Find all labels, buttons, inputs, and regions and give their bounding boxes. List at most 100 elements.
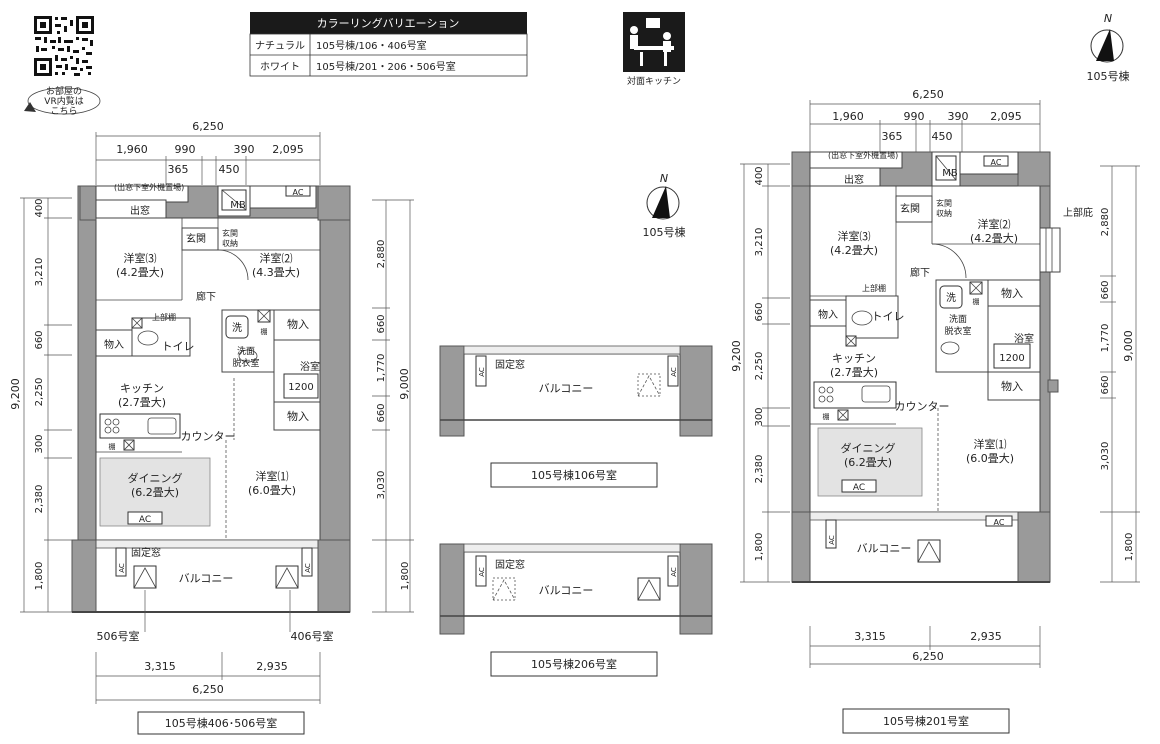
left-balcony: バルコニー bbox=[179, 572, 234, 585]
left-outdoor-unit: (出窓下室外機置場) bbox=[114, 182, 184, 192]
left-right-dimensions: 2,880 660 1,770 660 3,030 9,000 1,800 bbox=[372, 199, 414, 613]
right-compass: N 105号棟 bbox=[1087, 12, 1130, 83]
vr-line2: VR内覧は bbox=[44, 95, 83, 107]
left-bottom-dimensions: 3,315 2,935 6,250 bbox=[95, 652, 321, 704]
p106-ac-1: AC bbox=[478, 367, 486, 377]
vr-line3: こちら bbox=[50, 106, 77, 117]
left-ac-balcony-1: AC bbox=[118, 563, 126, 573]
right-room3-size: (4.2畳大) bbox=[830, 243, 878, 257]
right-top-f: 450 bbox=[932, 130, 953, 143]
right-storage-2: 物入 bbox=[1001, 286, 1023, 300]
left-top-d: 2,095 bbox=[272, 143, 304, 156]
right-ac-top: AC bbox=[991, 158, 1002, 167]
left-caption: 105号棟406･506号室 bbox=[137, 711, 305, 735]
left-bottom-b: 2,935 bbox=[256, 660, 288, 673]
right-top-e: 365 bbox=[882, 130, 903, 143]
left-storage-2: 物入 bbox=[287, 317, 309, 331]
left-top-a: 1,960 bbox=[116, 143, 148, 156]
vr-tour-link[interactable]: お部屋の VR内覧は こちら bbox=[24, 85, 101, 117]
left-top-b: 990 bbox=[175, 143, 196, 156]
p206-caption: 105号棟206号室 bbox=[531, 657, 617, 671]
left-wash-mark: 洗 bbox=[232, 322, 242, 334]
plan-206: 固定窓 バルコニー AC AC 105号棟206号室 bbox=[439, 543, 713, 677]
left-left-c: 660 bbox=[34, 330, 45, 349]
color-row-white-name: ホワイト bbox=[260, 61, 300, 73]
right-room2-name: 洋室⑵ bbox=[978, 217, 1011, 231]
left-labels: (出窓下室外機置場) 出窓 MB AC 玄関 玄関 収納 洋室⑶ (4.2畳大)… bbox=[97, 182, 334, 643]
left-left-e: 300 bbox=[34, 434, 45, 453]
left-right-d: 660 bbox=[376, 403, 387, 422]
left-genkan-storage-2: 収納 bbox=[222, 238, 238, 248]
right-left-a: 400 bbox=[754, 166, 765, 185]
right-upper-shelf: 上部棚 bbox=[862, 283, 886, 293]
right-dining-name: ダイニング bbox=[841, 441, 896, 455]
right-ac-dining: AC bbox=[853, 483, 865, 493]
p106-fixed-window: 固定窓 bbox=[495, 358, 525, 371]
right-eave: 上部庇 bbox=[1063, 206, 1093, 219]
right-storage-3: 物入 bbox=[1001, 379, 1023, 393]
right-interior bbox=[791, 151, 1051, 583]
right-dining-size: (6.2畳大) bbox=[844, 455, 892, 469]
p106-caption: 105号棟106号室 bbox=[531, 468, 617, 482]
right-top-a: 1,960 bbox=[832, 110, 864, 123]
left-bottom-total: 6,250 bbox=[192, 683, 224, 696]
left-unit-506: 506号室 bbox=[97, 629, 140, 643]
right-left-b: 3,210 bbox=[754, 228, 765, 257]
right-right-b: 660 bbox=[1100, 280, 1111, 299]
qr-code[interactable] bbox=[34, 16, 94, 76]
north-compass-center: N 105号棟 bbox=[643, 172, 686, 239]
right-left-g: 1,800 bbox=[754, 533, 765, 562]
left-corridor: 廊下 bbox=[196, 290, 216, 303]
compass-building: 105号棟 bbox=[643, 225, 686, 239]
left-fixed-window: 固定窓 bbox=[131, 546, 161, 559]
left-storage-3: 物入 bbox=[287, 409, 309, 423]
right-room1-size: (6.0畳大) bbox=[966, 451, 1014, 465]
left-genkan: 玄関 bbox=[186, 232, 206, 245]
right-top-b: 990 bbox=[904, 110, 925, 123]
left-kitchen-size: (2.7畳大) bbox=[118, 395, 166, 409]
left-dining-name: ダイニング bbox=[128, 471, 183, 485]
left-caption-text: 105号棟406･506号室 bbox=[165, 716, 278, 730]
right-washroom-2: 脱衣室 bbox=[944, 325, 971, 337]
right-left-dimensions: 9,200 400 3,210 660 2,250 300 2,380 1,80… bbox=[730, 163, 790, 583]
left-top-f: 450 bbox=[219, 163, 240, 176]
right-room3-name: 洋室⑶ bbox=[838, 229, 871, 243]
left-washroom-2: 脱衣室 bbox=[232, 357, 259, 369]
left-ac-dining: AC bbox=[139, 515, 151, 525]
right-top-d: 2,095 bbox=[990, 110, 1022, 123]
p206-fixed-window: 固定窓 bbox=[495, 558, 525, 571]
right-compass-building: 105号棟 bbox=[1087, 69, 1130, 83]
right-bath-size: 1200 bbox=[999, 353, 1024, 364]
right-compass-n: N bbox=[1104, 12, 1112, 25]
left-mb: MB bbox=[230, 200, 246, 211]
color-row-natural-value: 105号棟/106・406号室 bbox=[316, 39, 427, 52]
left-left-b: 3,210 bbox=[34, 258, 45, 287]
vr-line1: お部屋の bbox=[46, 85, 82, 97]
left-left-g: 1,800 bbox=[34, 562, 45, 591]
right-corridor: 廊下 bbox=[910, 266, 930, 279]
right-top-total: 6,250 bbox=[912, 88, 944, 101]
right-ac-balcony-2: AC bbox=[994, 518, 1005, 527]
right-washroom-1: 洗面 bbox=[949, 313, 967, 325]
left-left-a: 400 bbox=[34, 198, 45, 217]
right-right-d: 660 bbox=[1100, 375, 1111, 394]
left-room2-size: (4.3畳大) bbox=[252, 265, 300, 279]
left-unit-406: 406号室 bbox=[291, 629, 334, 643]
right-balcony: バルコニー bbox=[857, 542, 912, 555]
right-top-dimensions: 6,250 1,960 990 390 2,095 365 450 bbox=[809, 88, 1041, 152]
right-bottom-a: 3,315 bbox=[854, 630, 886, 643]
left-left-f: 2,380 bbox=[34, 485, 45, 514]
right-right-f: 1,800 bbox=[1124, 533, 1135, 562]
p206-ac-2: AC bbox=[670, 567, 678, 577]
right-bay-window: 出窓 bbox=[844, 173, 864, 186]
right-counter: カウンター bbox=[895, 400, 950, 413]
right-bottom-dimensions: 3,315 2,935 6,250 bbox=[809, 626, 1041, 668]
left-right-e: 3,030 bbox=[376, 471, 387, 500]
p106-ac-2: AC bbox=[670, 367, 678, 377]
right-genkan: 玄関 bbox=[900, 202, 920, 215]
left-right-a: 2,880 bbox=[376, 240, 387, 269]
right-left-d: 2,250 bbox=[754, 352, 765, 381]
left-genkan-storage-1: 玄関 bbox=[222, 228, 238, 238]
left-right-c: 1,770 bbox=[376, 354, 387, 383]
right-genkan-storage-1: 玄関 bbox=[936, 198, 952, 208]
